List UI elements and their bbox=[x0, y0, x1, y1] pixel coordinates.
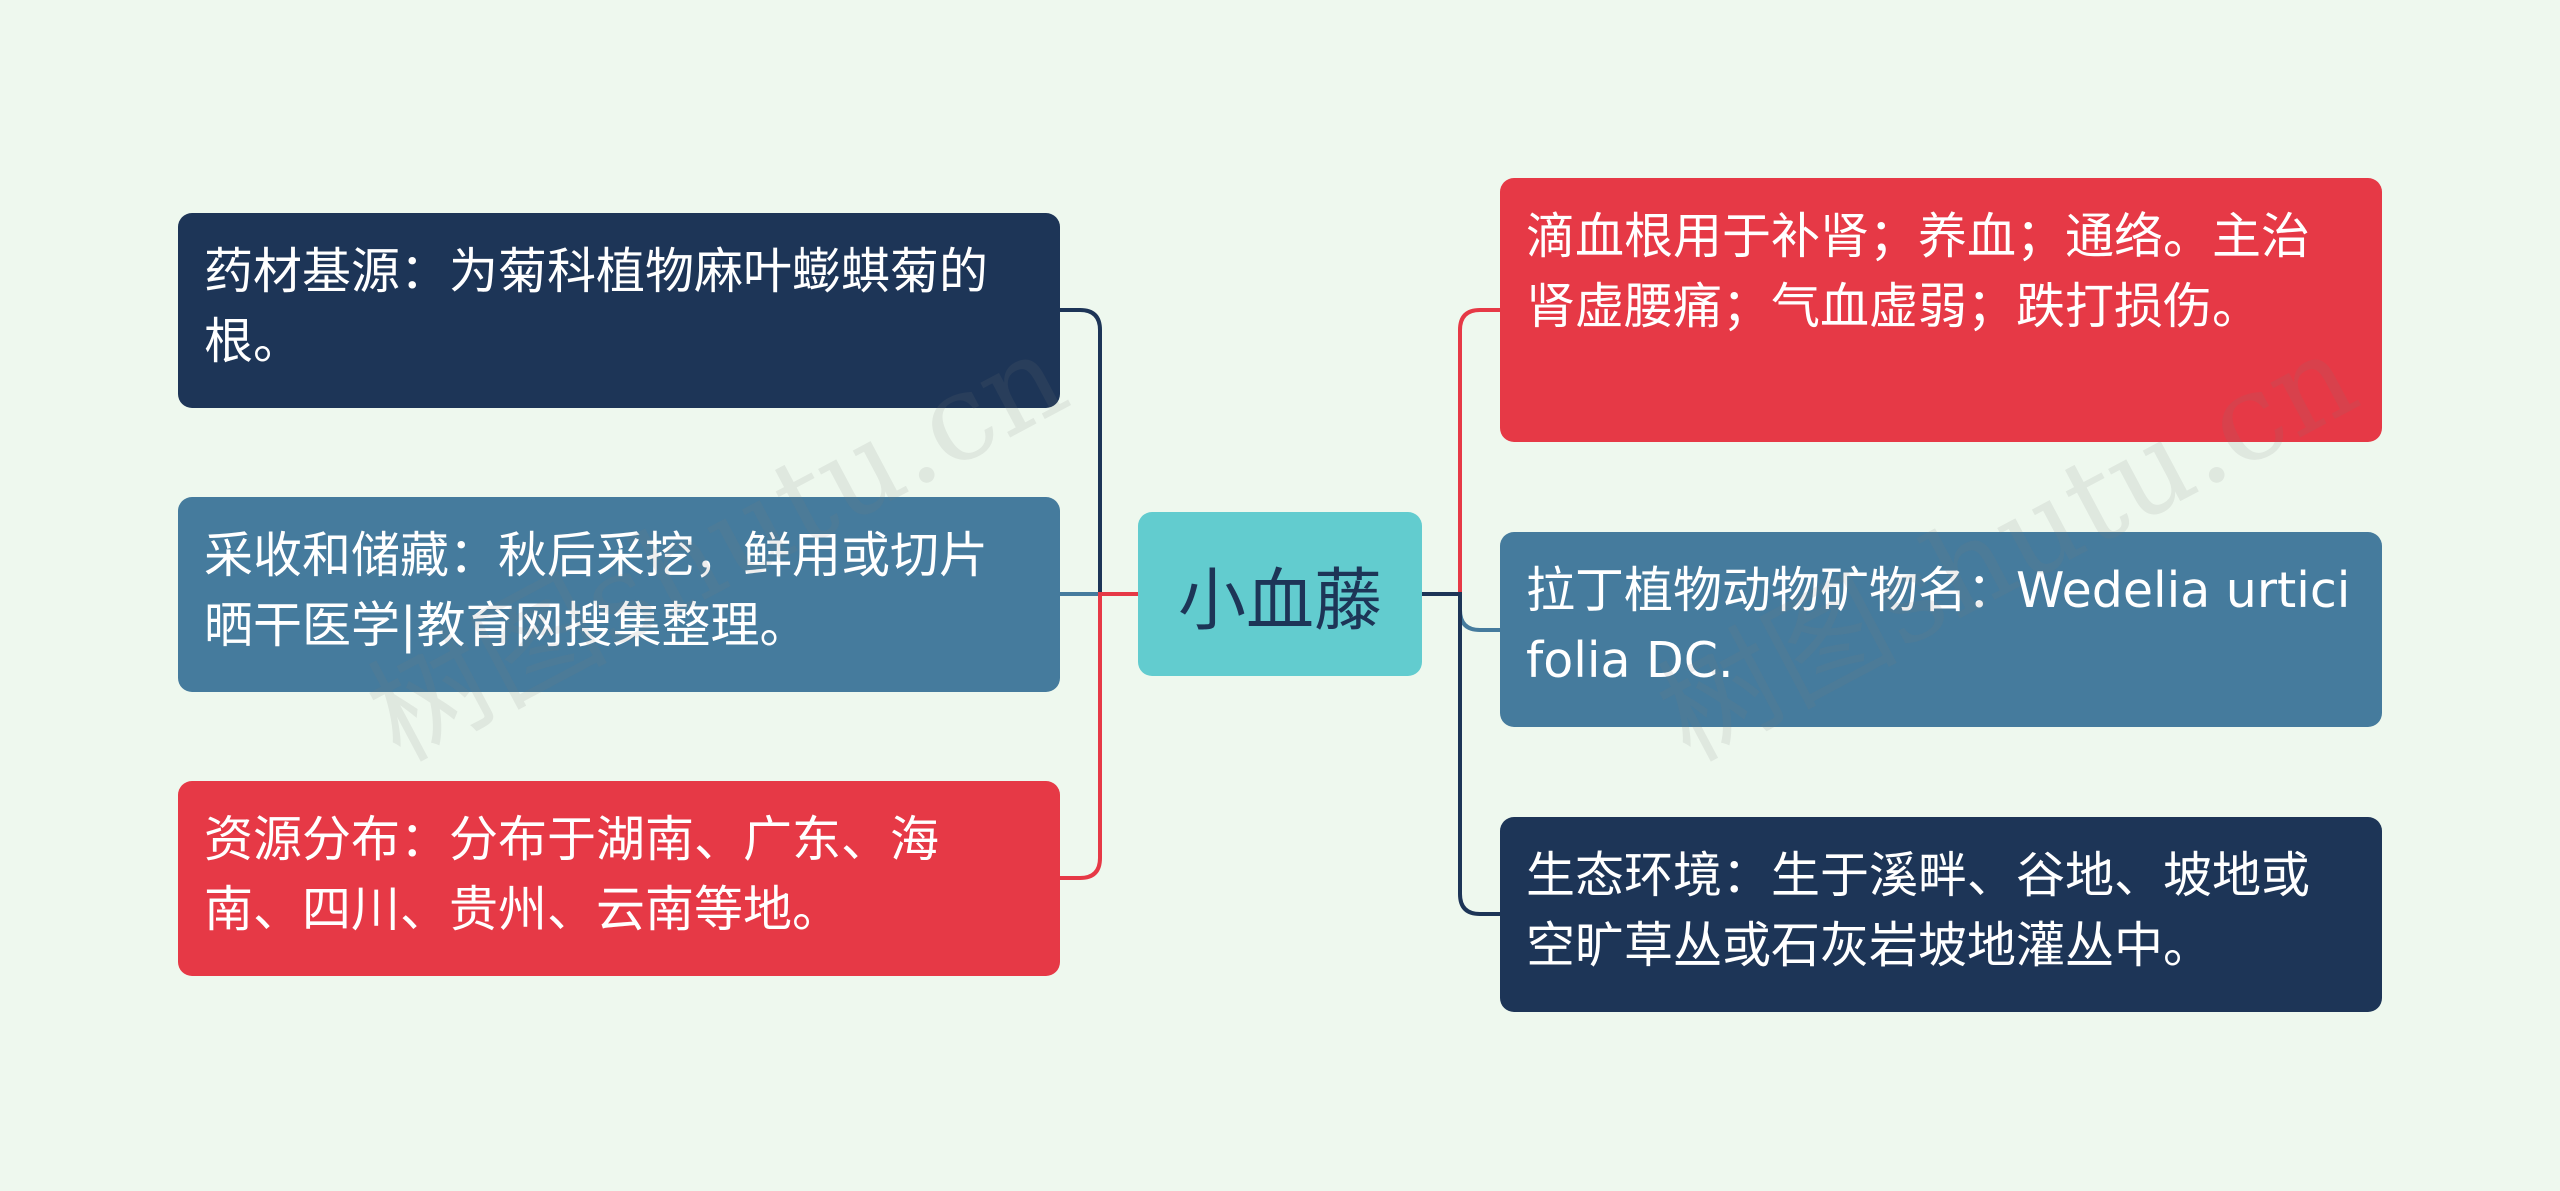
connector-left-1 bbox=[1060, 308, 1138, 596]
left-node-harvest-storage[interactable]: 采收和储藏：秋后采挖，鲜用或切片晒干医学|教育网搜集整理。 bbox=[178, 497, 1060, 692]
center-topic-label: 小血藤 bbox=[1177, 561, 1382, 641]
left-node-source-text: 药材基源：为菊科植物麻叶蟛蜞菊的根。 bbox=[204, 243, 989, 370]
connector-right-1 bbox=[1422, 308, 1500, 596]
right-node-latin-name-text: 拉丁植物动物矿物名：Wedelia urticifolia DC. bbox=[1526, 562, 2351, 689]
right-node-latin-name[interactable]: 拉丁植物动物矿物名：Wedelia urticifolia DC. bbox=[1500, 532, 2382, 727]
connector-left-3 bbox=[1060, 592, 1138, 880]
right-node-uses[interactable]: 滴血根用于补肾；养血；通络。主治肾虚腰痛；气血虚弱；跌打损伤。 bbox=[1500, 178, 2382, 442]
left-node-harvest-storage-text: 采收和储藏：秋后采挖，鲜用或切片晒干医学|教育网搜集整理。 bbox=[204, 527, 989, 654]
left-node-source[interactable]: 药材基源：为菊科植物麻叶蟛蜞菊的根。 bbox=[178, 213, 1060, 408]
right-node-habitat[interactable]: 生态环境：生于溪畔、谷地、坡地或空旷草丛或石灰岩坡地灌丛中。 bbox=[1500, 817, 2382, 1012]
right-node-habitat-text: 生态环境：生于溪畔、谷地、坡地或空旷草丛或石灰岩坡地灌丛中。 bbox=[1526, 847, 2311, 974]
connector-right-3 bbox=[1422, 592, 1500, 916]
center-topic[interactable]: 小血藤 bbox=[1138, 512, 1422, 676]
right-node-uses-text: 滴血根用于补肾；养血；通络。主治肾虚腰痛；气血虚弱；跌打损伤。 bbox=[1526, 208, 2311, 335]
left-node-distribution-text: 资源分布：分布于湖南、广东、海南、四川、贵州、云南等地。 bbox=[204, 811, 940, 938]
left-node-distribution[interactable]: 资源分布：分布于湖南、广东、海南、四川、贵州、云南等地。 bbox=[178, 781, 1060, 976]
